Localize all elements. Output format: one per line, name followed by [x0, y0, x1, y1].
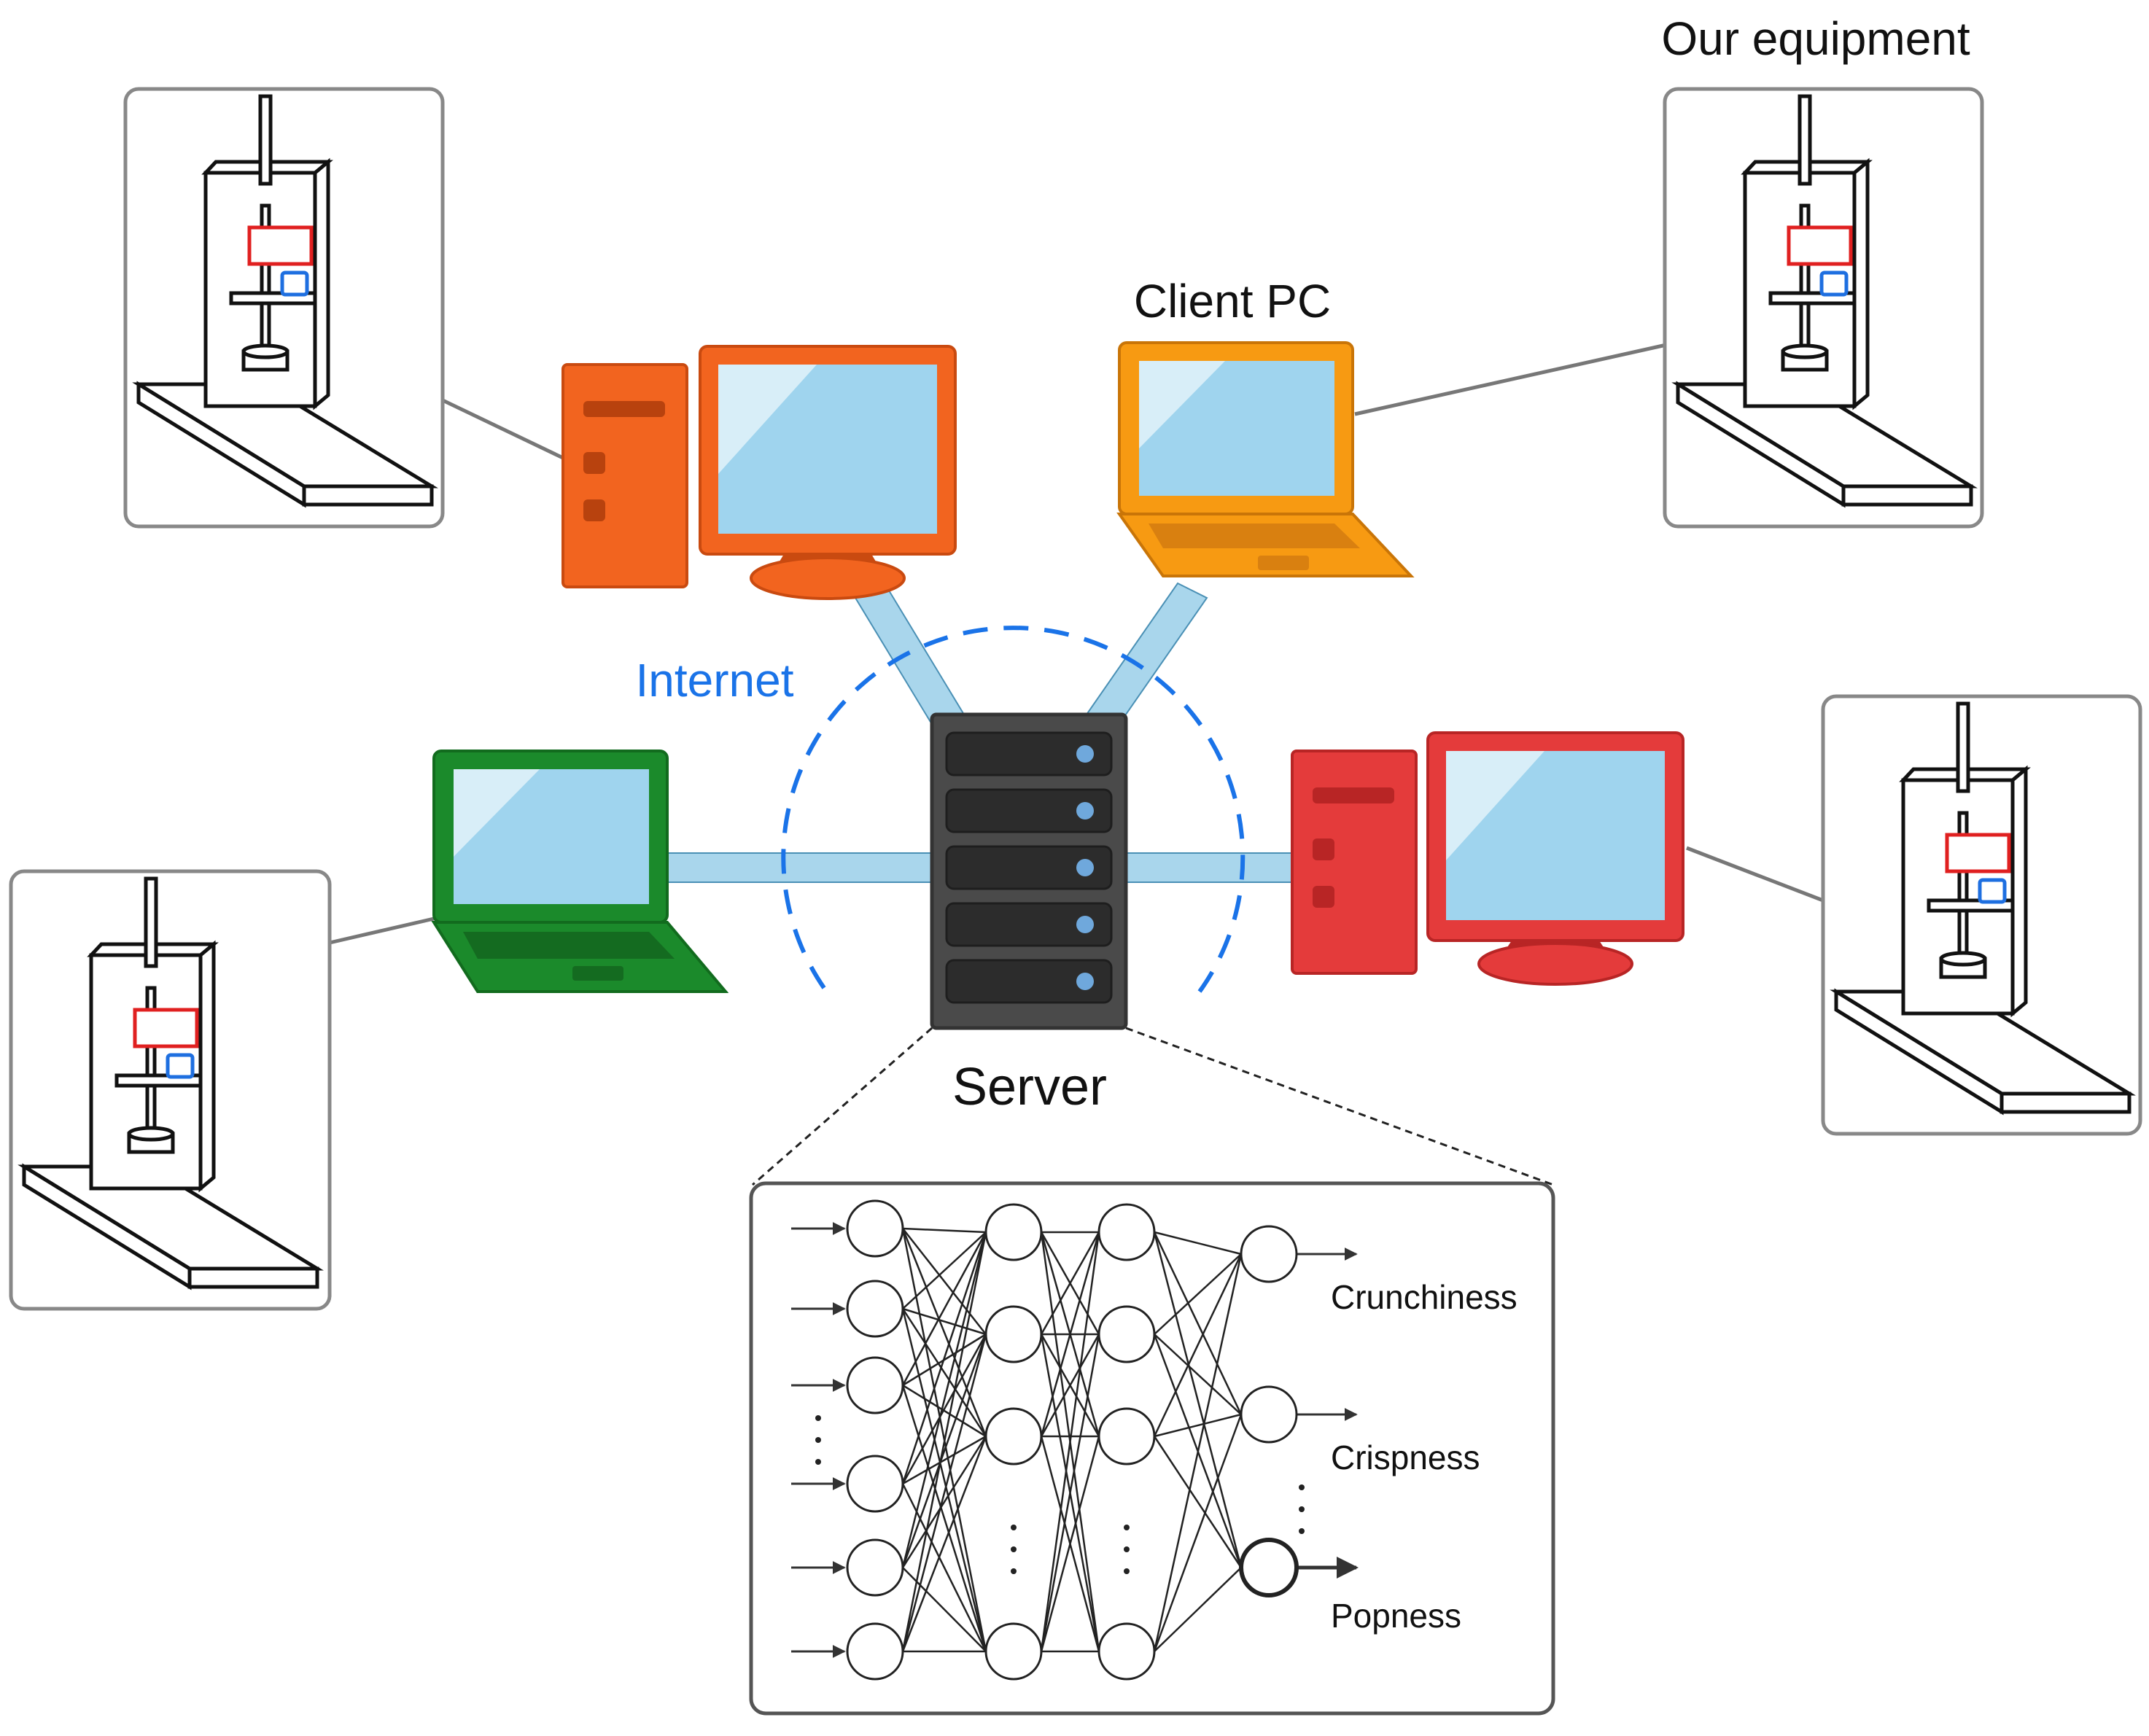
nn-connection — [1153, 1253, 1243, 1437]
nn-connection — [902, 1228, 987, 1335]
nn-connection — [901, 1231, 987, 1652]
nn-connection — [1040, 1231, 1100, 1335]
client-pc-label: Client PC — [1134, 275, 1331, 327]
nn-connection — [902, 1307, 987, 1336]
nn-output-label: Popness — [1331, 1597, 1461, 1635]
ellipsis-dot — [1011, 1546, 1017, 1552]
ellipsis-dot — [1124, 1568, 1130, 1574]
nn-node — [846, 1538, 904, 1597]
nn-connection — [901, 1231, 987, 1568]
laptop-icon — [431, 750, 729, 993]
ellipsis-dot — [1299, 1528, 1305, 1534]
nn-node — [984, 1305, 1043, 1363]
nn-connection — [1154, 1231, 1242, 1256]
nn-output-label: Crispness — [1331, 1439, 1480, 1476]
equipment-box-top-right — [1663, 87, 1984, 529]
nn-connection — [901, 1385, 987, 1652]
nn-connection — [901, 1308, 987, 1437]
ellipsis-dot — [1299, 1506, 1305, 1512]
nn-node — [846, 1199, 904, 1258]
nn-node — [1097, 1305, 1156, 1363]
desktop-pc-icon — [1291, 731, 1684, 986]
equipment-connector-lines — [329, 343, 1824, 945]
server-rack-icon — [930, 712, 1128, 1030]
nn-connection — [1154, 1334, 1242, 1415]
nn-connection — [1040, 1334, 1100, 1437]
nn-node — [1097, 1407, 1156, 1466]
nn-node — [1240, 1385, 1298, 1444]
nn-connection — [1154, 1567, 1242, 1652]
desktop-pc-icon — [561, 345, 957, 600]
zoom-lines — [752, 1027, 1554, 1186]
nn-output-label: Crunchiness — [1331, 1278, 1517, 1316]
nn-node — [984, 1203, 1043, 1261]
ellipsis-dot — [815, 1437, 821, 1443]
ellipsis-dot — [1299, 1484, 1305, 1490]
ellipsis-dot — [1124, 1525, 1130, 1530]
ellipsis-dot — [1124, 1546, 1130, 1552]
testing-machine-icon — [18, 876, 324, 1291]
nn-connection — [1040, 1231, 1100, 1437]
nn-connection — [1153, 1231, 1243, 1568]
nn-connection — [901, 1231, 987, 1484]
nn-node — [846, 1356, 904, 1414]
nn-connection — [1040, 1231, 1100, 1652]
testing-machine-icon — [1830, 701, 2136, 1116]
nn-connection — [902, 1227, 987, 1234]
equipment-box-right — [1821, 694, 2142, 1136]
nn-node — [1097, 1203, 1156, 1261]
nn-connection — [1154, 1413, 1242, 1438]
nn-node — [1240, 1225, 1298, 1283]
nn-connection — [1153, 1414, 1243, 1652]
nn-connection — [901, 1334, 987, 1484]
nn-connection — [1040, 1334, 1100, 1652]
testing-machine-icon — [1671, 94, 1978, 508]
nn-node — [1239, 1538, 1299, 1597]
nn-node — [984, 1622, 1043, 1681]
nn-node — [846, 1622, 904, 1681]
nn-connection — [1153, 1436, 1243, 1568]
server-label: Server — [952, 1058, 1107, 1116]
nn-node — [1097, 1622, 1156, 1681]
ellipsis-dot — [1011, 1525, 1017, 1530]
nn-connection — [901, 1334, 987, 1568]
internet-label: Internet — [635, 654, 793, 707]
nn-connection — [901, 1436, 987, 1568]
nn-node — [984, 1407, 1043, 1466]
nn-connection — [902, 1435, 987, 1485]
nn-connection — [1040, 1436, 1100, 1652]
nn-connection — [901, 1228, 987, 1437]
nn-connection — [1153, 1231, 1243, 1415]
nn-connection — [1153, 1253, 1243, 1652]
nn-connection — [901, 1231, 987, 1386]
nn-connection — [902, 1231, 987, 1309]
equipment-box-left — [9, 869, 332, 1311]
nn-connection — [901, 1334, 987, 1652]
ellipsis-dot — [815, 1459, 821, 1465]
testing-machine-icon — [132, 94, 438, 508]
nn-connection — [901, 1308, 987, 1652]
equipment-box-top-left — [123, 87, 445, 529]
nn-connection — [901, 1436, 987, 1652]
nn-node — [846, 1280, 904, 1338]
internet-boundary — [781, 626, 1246, 993]
ellipsis-dot — [1011, 1568, 1017, 1574]
ellipsis-dot — [815, 1415, 821, 1421]
laptop-icon — [1116, 341, 1415, 577]
nn-connection — [1154, 1253, 1242, 1335]
our-equipment-label: Our equipment — [1661, 12, 1970, 65]
nn-node — [846, 1455, 904, 1513]
